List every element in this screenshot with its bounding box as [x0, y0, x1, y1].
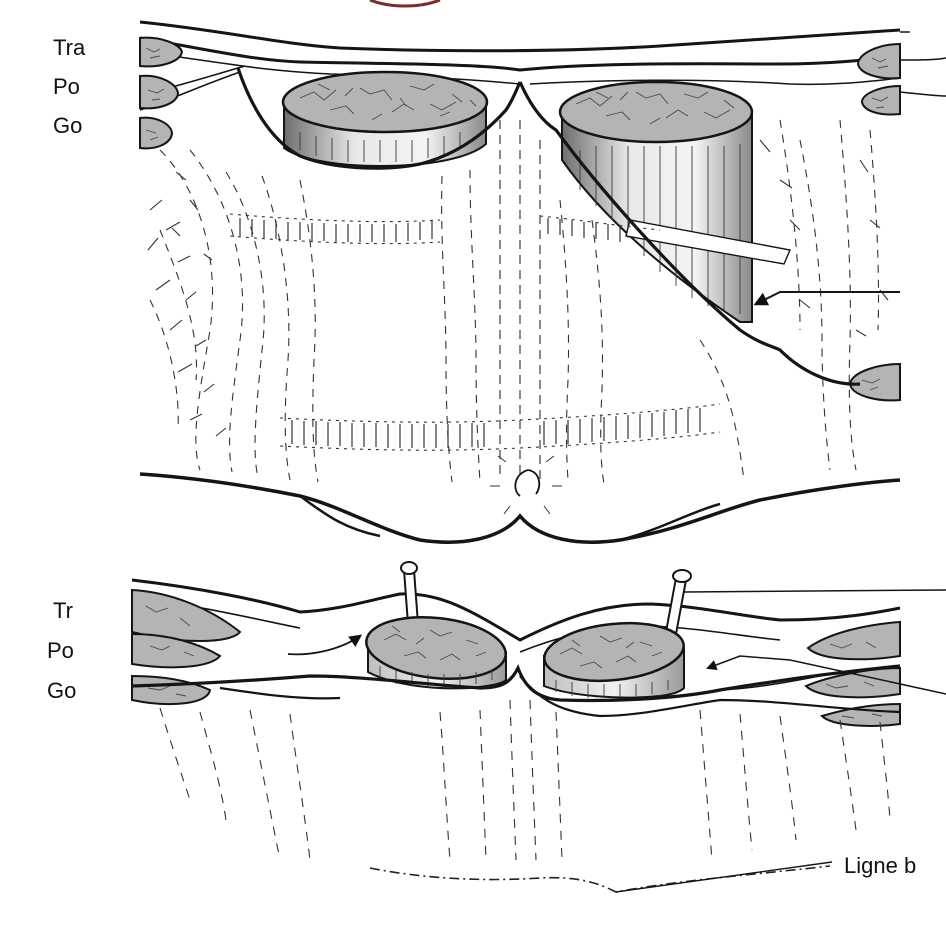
- label-ligne-b: Ligne b: [844, 853, 916, 878]
- lower-diagram: [132, 562, 946, 892]
- upper-right-muscle-layers: [850, 44, 900, 400]
- label-go-lower: Go: [47, 678, 76, 703]
- label-tra: Tra: [53, 35, 86, 60]
- label-go-upper: Go: [53, 113, 82, 138]
- lower-right-rectus: [541, 617, 686, 698]
- label-po-lower: Po: [47, 638, 74, 663]
- upper-diagram: [140, 22, 946, 542]
- top-edge-mark: [370, 0, 440, 6]
- upper-hatching: [150, 120, 879, 484]
- drain-right: [666, 570, 691, 634]
- lower-hatching: [160, 700, 890, 860]
- baseline-line: [370, 866, 830, 892]
- lower-left-rectus: [363, 611, 509, 689]
- label-po-upper: Po: [53, 74, 80, 99]
- label-tr: Tr: [53, 598, 73, 623]
- upper-layer-labels: Tra Po Go: [53, 35, 86, 138]
- upper-left-muscle-layers: [140, 38, 182, 149]
- upper-right-rectus: [560, 82, 790, 322]
- upper-left-rectus: [283, 72, 487, 166]
